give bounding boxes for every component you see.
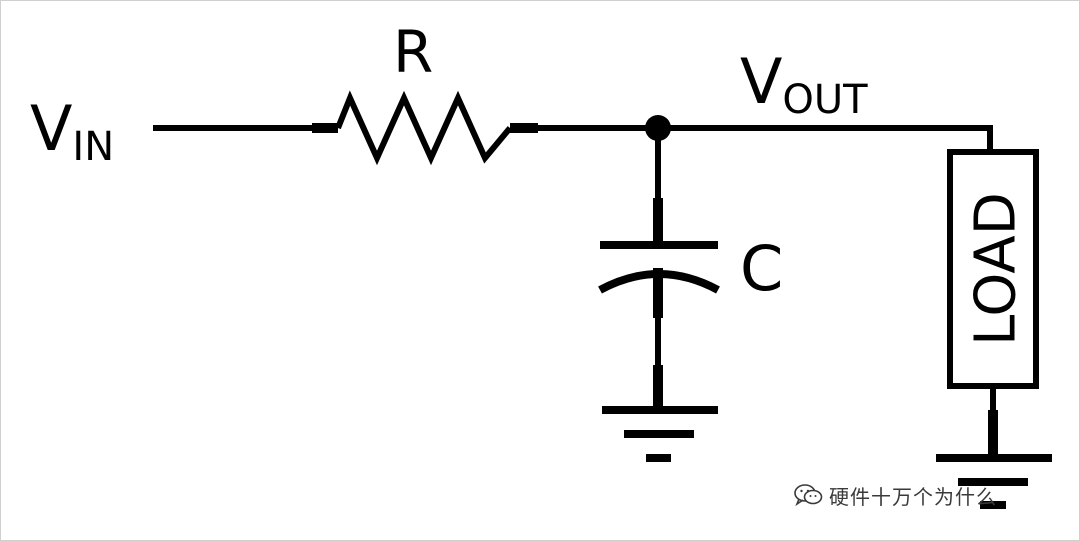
resistor-label: R	[393, 18, 433, 86]
load-box	[947, 149, 1039, 389]
load-ground-symbol	[936, 454, 1052, 509]
load-label: LOAD	[964, 192, 1029, 346]
watermark-text: 硬件十万个为什么	[829, 484, 997, 509]
watermark: 硬件十万个为什么	[793, 481, 997, 509]
wechat-icon	[794, 484, 823, 507]
capacitor-ground-symbol	[602, 406, 718, 462]
capacitor-label: C	[740, 232, 783, 305]
vin-label: VIN	[30, 92, 114, 170]
vout-label: VOUT	[740, 45, 868, 123]
vout-subscript: OUT	[782, 77, 868, 123]
resistor-symbol	[335, 90, 513, 166]
vin-subscript: IN	[72, 124, 114, 170]
